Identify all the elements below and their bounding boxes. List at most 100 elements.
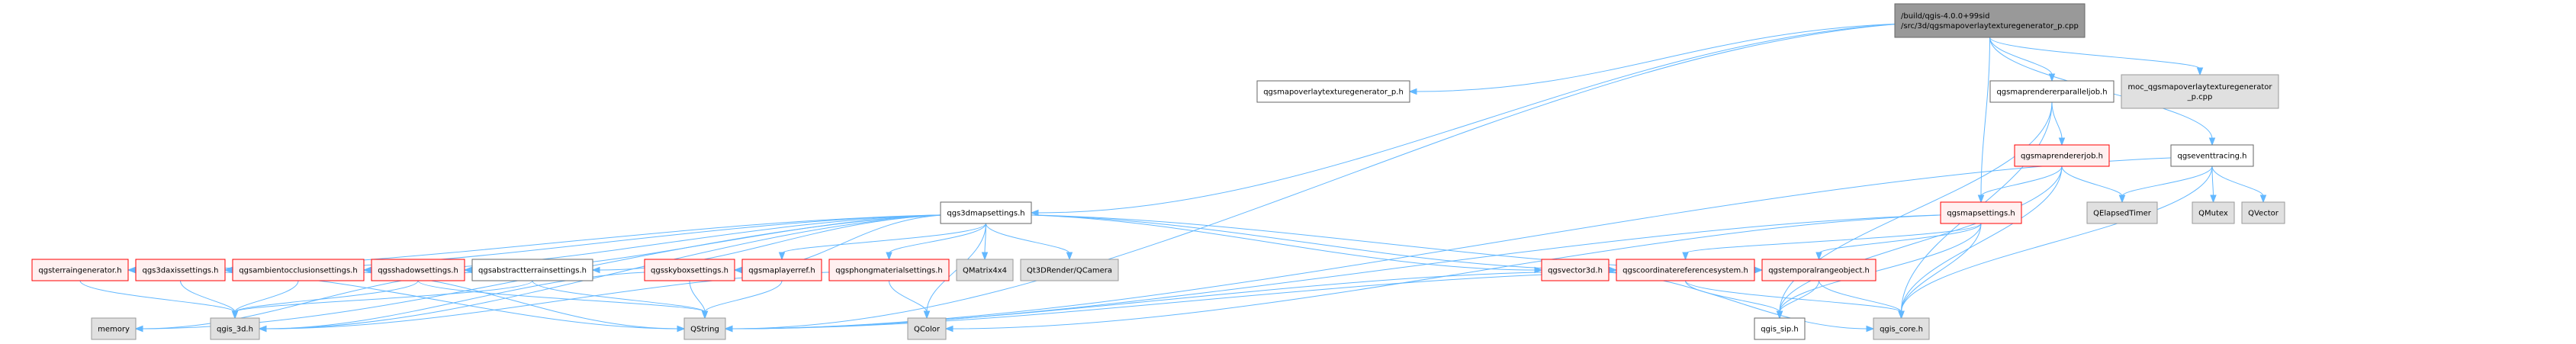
edge-line	[234, 280, 419, 313]
graph-node-ambient[interactable]: qgsambientocclusionsettings.h	[232, 259, 365, 281]
node-box	[907, 317, 947, 340]
edge-line	[1819, 223, 1982, 254]
graph-node-abstractterrain[interactable]: qgsabstractterrainsettings.h	[471, 259, 593, 281]
edge-line	[417, 280, 706, 313]
arrowhead-icon	[944, 325, 954, 333]
arrowhead-icon	[724, 325, 733, 333]
node-box	[471, 259, 593, 281]
edge-line	[1685, 280, 1780, 313]
edge-line	[1819, 280, 1902, 313]
node-label: qgs3dmapsettings.h	[947, 210, 1024, 218]
graph-node-terraingen[interactable]: qgsterraingenerator.h	[31, 259, 129, 281]
edge-map3dsettings-to-crs	[1027, 214, 1618, 274]
arrowhead-icon	[2196, 67, 2204, 76]
edge-line	[1980, 37, 1990, 197]
graph-node-rendererjob[interactable]: qgsmaprendererjob.h	[2014, 144, 2110, 167]
edge-line	[704, 280, 783, 313]
graph-node-shadow[interactable]: qgsshadowsettings.h	[371, 259, 465, 281]
graph-node-overlay_h[interactable]: qgsmapoverlaytexturegenerator_p.h	[1256, 80, 1410, 103]
edge-line	[731, 272, 1546, 330]
graph-node-temporal[interactable]: qgstemporalrangeobject.h	[1761, 259, 1877, 281]
graph-node-qelapsedtimer: QElapsedTimer	[2086, 201, 2158, 224]
graph-node-map3dsettings[interactable]: qgs3dmapsettings.h	[940, 201, 1032, 224]
edge-line	[689, 280, 706, 313]
graph-node-maplayerref[interactable]: qgsmaplayerref.h	[741, 259, 822, 281]
edge-line	[180, 280, 236, 313]
graph-node-moc: moc_qgsmapoverlaytexturegenerator_p.cpp	[2121, 74, 2279, 109]
node-label: qgsmaprendererparalleljob.h	[1996, 88, 2107, 97]
arrowhead-icon	[1866, 325, 1875, 333]
node-box	[1616, 259, 1755, 281]
node-label: qgstemporalrangeobject.h	[1768, 267, 1870, 275]
edge-rendererjob-to-qelapsedtimer	[2061, 166, 2126, 204]
edge-root-to-moc	[1989, 37, 2204, 76]
arrowhead-icon	[2118, 195, 2126, 204]
node-label: QColor	[914, 326, 941, 334]
node-box	[644, 259, 735, 281]
arrowhead-icon	[1066, 252, 1073, 261]
edge-abstractterrain-to-qgis3d	[231, 280, 533, 320]
node-label: qgsshadowsettings.h	[378, 267, 458, 275]
arrowhead-icon	[1030, 209, 1039, 217]
edge-line	[2211, 166, 2214, 197]
edge-line	[234, 280, 533, 313]
arrowhead-icon	[981, 252, 989, 261]
edge-line	[1037, 23, 1899, 214]
edge-line	[2211, 166, 2264, 197]
arrowhead-icon	[1754, 266, 1764, 274]
edge-axissettings-to-qgis3d	[180, 280, 239, 320]
arrowhead-icon	[1977, 195, 1985, 204]
arrowhead-icon	[2208, 137, 2216, 146]
edge-crs-to-qgissip	[1685, 280, 1783, 320]
node-label: qgsabstractterrainsettings.h	[478, 267, 587, 275]
edge-line	[2051, 101, 2063, 140]
edge-mapsettings-to-temporal	[1815, 223, 1982, 261]
edge-temporal-to-qgiscore	[1819, 280, 1905, 320]
graph-node-crs[interactable]: qgscoordinatereferencesystem.h	[1616, 259, 1755, 281]
edge-maplayerref-to-qstring	[701, 280, 783, 320]
node-box	[1256, 80, 1410, 103]
node-label: Qt3DRender/QCamera	[1027, 267, 1112, 275]
edge-root-to-overlay_h	[1408, 23, 1899, 95]
graph-node-root[interactable]: /build/qgis-4.0.0+99sid/src/3d/qgsmapove…	[1894, 3, 2086, 38]
graph-node-axissettings[interactable]: qgs3daxissettings.h	[135, 259, 226, 281]
arrowhead-icon	[2058, 137, 2066, 146]
edge-line	[889, 223, 986, 254]
graph-node-memory: memory	[91, 317, 137, 340]
graph-node-paralleljob[interactable]: qgsmaprendererparalleljob.h	[1989, 80, 2115, 103]
node-label: QString	[690, 326, 719, 334]
node-box	[2121, 74, 2279, 109]
graph-node-phong[interactable]: qgsphongmaterialsettings.h	[828, 259, 950, 281]
node-label: memory	[98, 326, 130, 334]
edge-paralleljob-to-rendererjob	[2051, 101, 2066, 146]
graph-node-skybox[interactable]: qgsskyboxsettings.h	[644, 259, 735, 281]
node-label: qgsphongmaterialsettings.h	[835, 267, 943, 275]
node-label: _p.cpp	[2187, 93, 2213, 101]
edge-temporal-to-qgissip	[1776, 280, 1819, 320]
node-box	[683, 317, 726, 340]
edge-phong-to-qcolor	[889, 280, 931, 320]
edge-terraingen-to-qgis3d	[79, 280, 239, 320]
graph-node-vector3d[interactable]: qgsvector3d.h	[1541, 259, 1610, 281]
edge-shadow-to-qgis3d	[231, 280, 419, 320]
edge-line	[1027, 214, 1536, 271]
arrowhead-icon	[258, 325, 267, 333]
graph-node-qgissip[interactable]: qgis_sip.h	[1754, 317, 1806, 340]
graph-edges	[79, 23, 2267, 333]
node-box	[1940, 201, 2022, 224]
graph-node-qmutex: QMutex	[2192, 201, 2235, 224]
arrowhead-icon	[677, 325, 686, 333]
arrowhead-icon	[231, 310, 239, 320]
arrowhead-icon	[134, 325, 143, 333]
arrowhead-icon	[701, 310, 709, 320]
graph-node-qmatrix: QMatrix4x4	[956, 259, 1014, 281]
edge-line	[265, 272, 649, 330]
edge-line	[265, 214, 945, 330]
graph-node-mapsettings[interactable]: qgsmapsettings.h	[1940, 201, 2022, 224]
arrowhead-icon	[362, 266, 371, 274]
edge-line	[1779, 166, 2063, 313]
edge-line	[1989, 37, 2201, 69]
edge-crs-to-qstring	[724, 272, 1621, 333]
graph-node-eventtracing[interactable]: qgseventtracing.h	[2170, 144, 2254, 167]
node-box	[956, 259, 1014, 281]
